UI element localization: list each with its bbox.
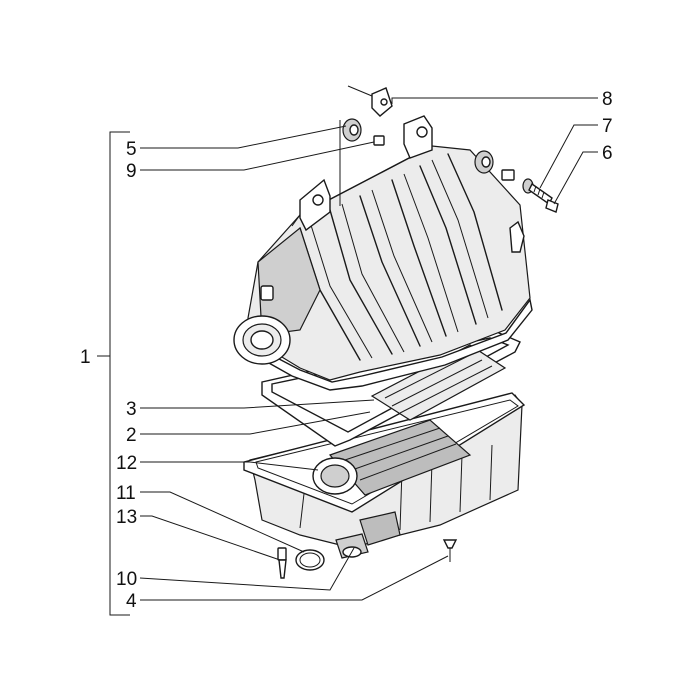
grommet-right xyxy=(474,150,515,181)
callout-1: 1 xyxy=(80,347,91,368)
callout-12: 12 xyxy=(116,453,137,474)
assembly-bracket xyxy=(97,131,130,616)
filter-screen xyxy=(370,344,507,421)
callout-7: 7 xyxy=(602,116,613,137)
callout-6: 6 xyxy=(602,143,613,164)
filter-element xyxy=(312,419,472,496)
grommet-left xyxy=(342,118,385,146)
callout-5: 5 xyxy=(126,139,137,160)
hose-clamp xyxy=(295,549,325,571)
upper-cover xyxy=(233,115,533,391)
callout-10: 10 xyxy=(116,569,137,590)
callout-3: 3 xyxy=(126,399,137,420)
callout-2: 2 xyxy=(126,425,137,446)
leader-lines xyxy=(139,97,598,601)
callout-13: 13 xyxy=(116,507,137,528)
screw-13 xyxy=(277,547,287,579)
callout-labels: 1 5 9 3 2 12 11 13 10 4 8 7 6 xyxy=(80,89,613,612)
screw-4 xyxy=(442,539,458,562)
callout-9: 9 xyxy=(126,161,137,182)
callout-11: 11 xyxy=(116,483,136,504)
callout-4: 4 xyxy=(126,591,137,612)
retaining-clip xyxy=(347,85,393,117)
bolt-washer xyxy=(522,178,559,213)
callout-8: 8 xyxy=(602,89,613,110)
